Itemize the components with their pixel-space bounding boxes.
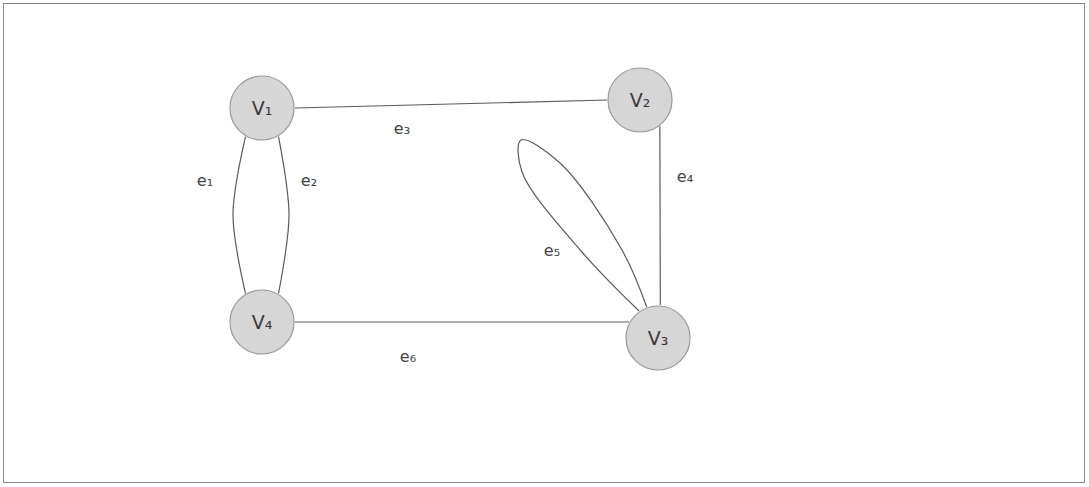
vertex-fill (608, 68, 672, 132)
graph-edge (233, 137, 246, 294)
edge-label: e₃ (392, 119, 412, 138)
graph-edge (279, 137, 290, 294)
vertex-circle: V₂ (607, 67, 673, 133)
edge-label: e₁ (195, 171, 215, 190)
vertex-name: V₃ (648, 327, 669, 349)
vertex-name: V₁ (252, 97, 273, 119)
vertex-circle: V₁ (229, 75, 295, 141)
vertex-name: V₄ (252, 311, 273, 333)
edge-label: e₆ (398, 347, 418, 366)
graph-edge (518, 139, 647, 310)
edge-label: e₄ (675, 167, 695, 186)
graph-edge (659, 126, 661, 305)
graph-edge (295, 100, 607, 108)
vertex-name: V₂ (630, 89, 651, 111)
vertex-fill (230, 76, 294, 140)
edge-label: e₅ (542, 241, 562, 260)
vertex-fill (626, 306, 690, 370)
vertex-circle: V₃ (625, 305, 691, 371)
vertex-circle: V₄ (229, 289, 295, 355)
graph-edge (295, 321, 629, 322)
edge-label: e₂ (299, 171, 319, 190)
vertex-fill (230, 290, 294, 354)
